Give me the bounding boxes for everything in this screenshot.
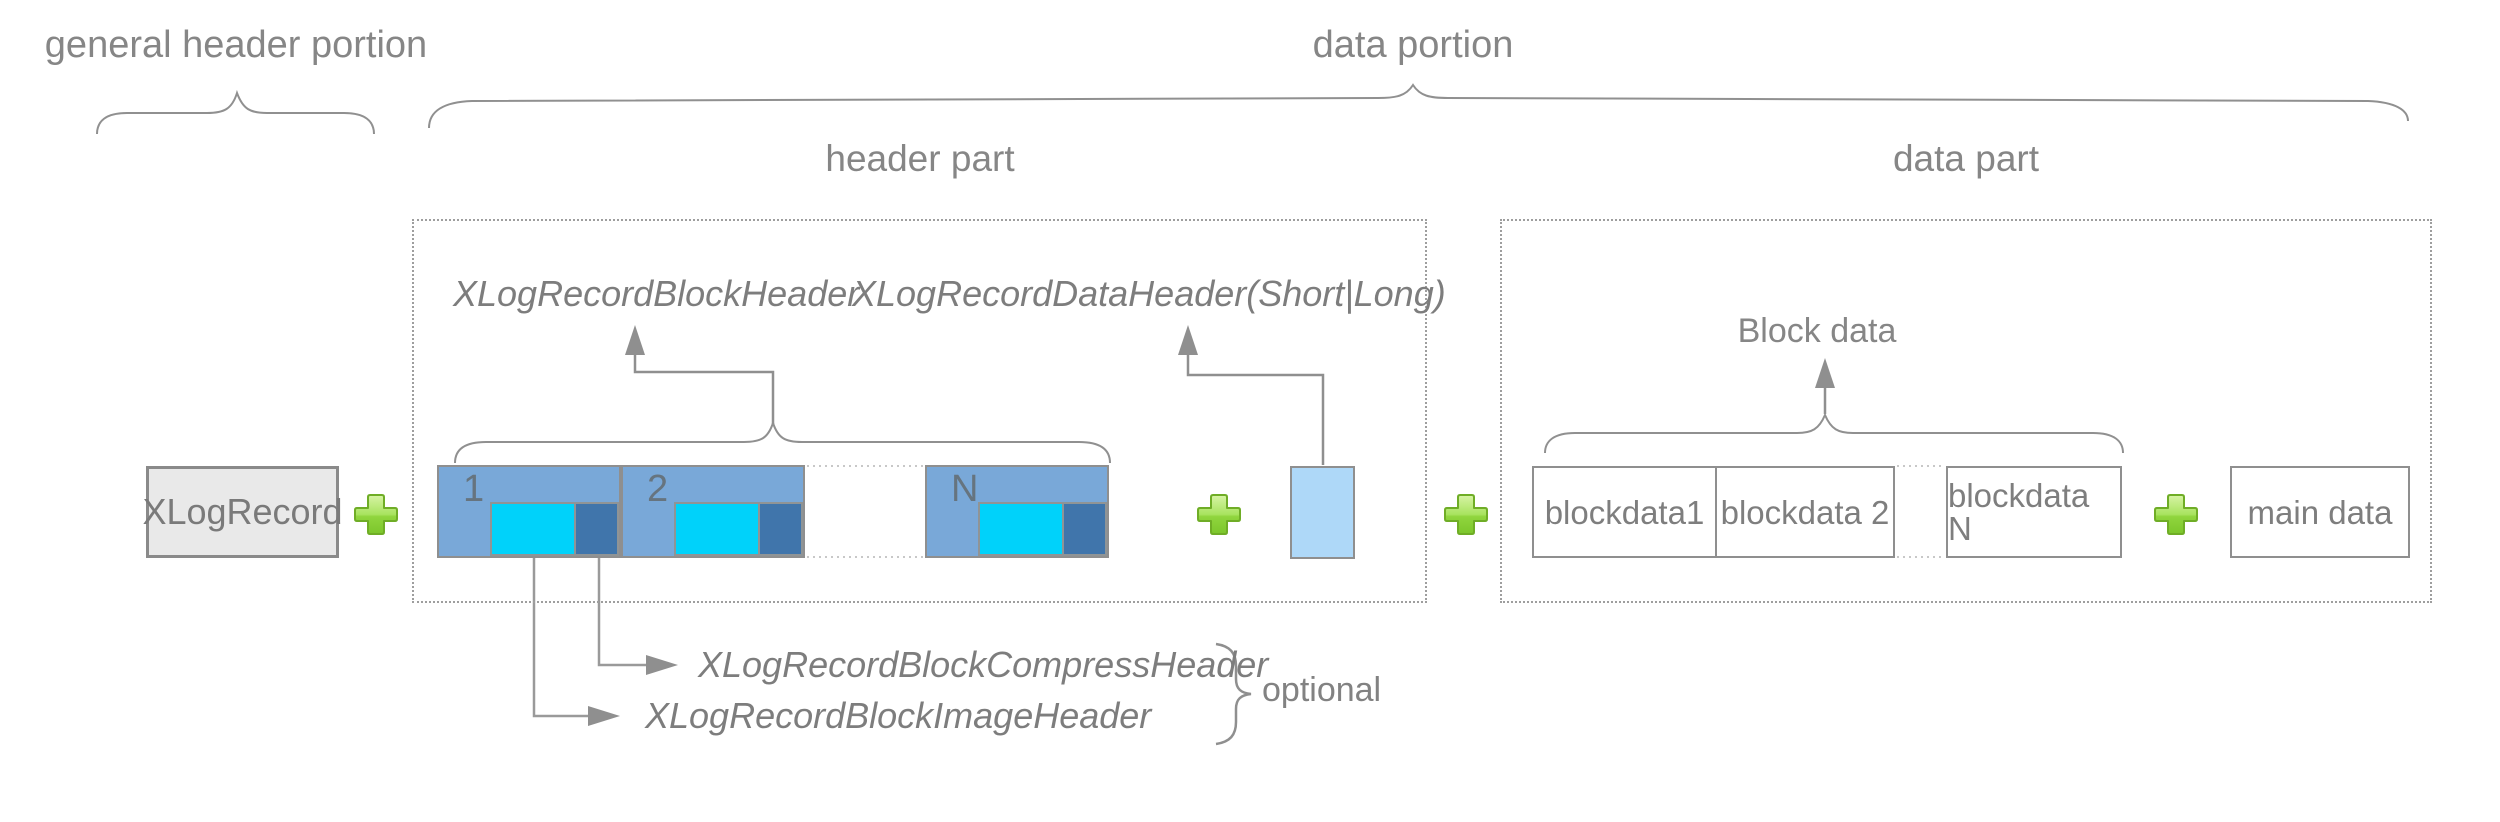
header-block-2: 2	[621, 465, 805, 558]
data-header-label: XLogRecordDataHeader(Short|Long)	[852, 273, 1446, 314]
data-part-dotted-box	[1500, 219, 2432, 603]
image-header-connector	[532, 558, 588, 718]
xlog-record-box-label: XLogRecord	[142, 491, 343, 532]
compress-header-connector	[597, 558, 646, 667]
blockdata-1-label: blockdata1	[1544, 493, 1705, 531]
plus-icon	[354, 494, 398, 535]
block-image-header-cell	[676, 504, 760, 554]
header-block-1: 1	[437, 465, 621, 558]
optional-brace	[1215, 642, 1252, 746]
data-header-box	[1290, 466, 1355, 559]
header-block-n: N	[925, 465, 1109, 558]
block-compress-header-cell	[1064, 504, 1105, 554]
header-block-subboxes	[674, 502, 803, 556]
data-portion-label: data portion	[1312, 24, 1514, 66]
blockdata-2-label: blockdata 2	[1720, 493, 1890, 531]
image-header-label: XLogRecordBlockImageHeader	[645, 695, 1152, 736]
blockdata-n-box: blockdata N	[1946, 466, 2122, 558]
data-header-connector	[1186, 351, 1325, 465]
xlog-record-box: XLogRecord	[142, 466, 343, 558]
header-block-number: 2	[647, 468, 669, 510]
block-header-connector	[633, 351, 775, 424]
block-image-header-cell	[492, 504, 576, 554]
header-block-subboxes	[490, 502, 619, 556]
block-compress-header-cell	[760, 504, 801, 554]
data-part-label: data part	[1892, 138, 2040, 179]
blockdata-1-box: blockdata1	[1532, 466, 1717, 558]
block-image-header-cell	[980, 504, 1064, 554]
block-data-brace	[1544, 412, 2124, 454]
plus-icon	[1444, 494, 1488, 535]
image-header-arrow-icon	[588, 706, 620, 726]
block-header-arrow-icon	[625, 325, 645, 355]
blockdata-2-box: blockdata 2	[1715, 466, 1895, 558]
main-data-box: main data	[2230, 466, 2410, 558]
optional-label: optional	[1262, 671, 1382, 709]
main-data-box-label: main data	[2247, 493, 2393, 531]
block-header-label: XLogRecordBlockHeader	[453, 273, 860, 314]
block-data-arrow-icon	[1815, 358, 1835, 388]
data-portion-brace	[428, 83, 2409, 129]
general-header-portion-label: general header portion	[44, 24, 428, 66]
header-block-number: 1	[463, 468, 485, 510]
compress-header-label: XLogRecordBlockCompressHeader	[698, 644, 1269, 685]
header-part-dotted-box	[412, 219, 1427, 603]
general-header-brace	[96, 89, 375, 135]
data-header-arrow-icon	[1178, 325, 1198, 355]
block-data-label: Block data	[1737, 312, 1897, 350]
compress-header-arrow-icon	[646, 655, 678, 675]
header-block-number: N	[951, 468, 979, 510]
blockdata-n-label: blockdata N	[1948, 477, 2090, 547]
block-compress-header-cell	[576, 504, 617, 554]
header-block-subboxes	[978, 502, 1107, 556]
header-part-label: header part	[825, 138, 1015, 179]
